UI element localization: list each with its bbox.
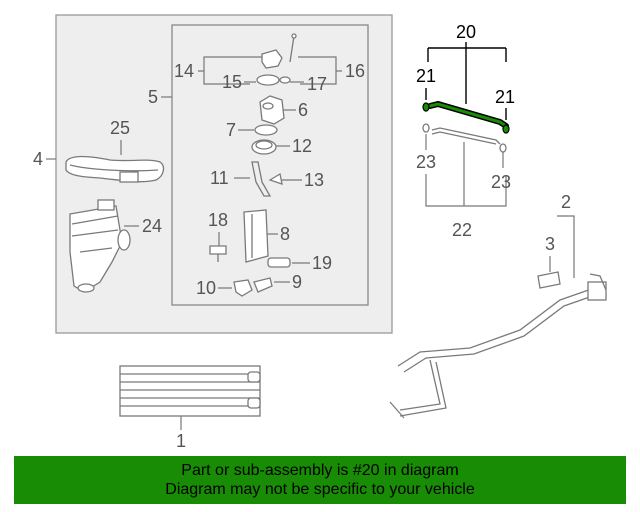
callout-12[interactable]: 12 (292, 136, 312, 156)
part-12-seal (251, 139, 277, 155)
callout-23-right[interactable]: 23 (491, 172, 511, 192)
callout-10[interactable]: 10 (196, 278, 216, 298)
callout-9[interactable]: 9 (292, 272, 302, 292)
leader-2 (557, 215, 575, 278)
callout-23-left[interactable]: 23 (416, 152, 436, 172)
callout-18[interactable]: 18 (208, 210, 228, 230)
part-13-clip (268, 172, 283, 185)
callout-3[interactable]: 3 (545, 234, 555, 254)
callout-2[interactable]: 2 (561, 192, 571, 212)
banner-line-1: Part or sub-assembly is #20 in diagram (181, 462, 459, 479)
callout-22[interactable]: 22 (452, 220, 472, 240)
part-23-clips (422, 123, 507, 153)
callout-6[interactable]: 6 (298, 100, 308, 120)
callout-7[interactable]: 7 (226, 120, 236, 140)
part-21-clamps (422, 102, 510, 134)
part-9-10-hoses (233, 277, 273, 297)
callout-16[interactable]: 16 (345, 61, 365, 81)
part-20-hose-highlighted[interactable] (427, 100, 509, 129)
leader-14 (198, 56, 262, 85)
part-8-filter (209, 209, 269, 263)
leader-16 (298, 56, 342, 85)
part-24-reservoir (69, 199, 131, 293)
callout-17[interactable]: 17 (307, 74, 327, 94)
callout-13[interactable]: 13 (304, 170, 324, 190)
part-2-cooler-lines (389, 271, 607, 419)
callout-21-right[interactable]: 21 (495, 87, 515, 107)
banner-line-2: Diagram may not be specific to your vehi… (165, 481, 475, 498)
callout-11[interactable]: 11 (210, 168, 229, 188)
callout-8[interactable]: 8 (280, 224, 290, 244)
part-22-hose (431, 127, 501, 145)
callout-15[interactable]: 15 (222, 72, 242, 92)
part-7-gasket (254, 124, 278, 136)
part-14-cap-assembly (256, 33, 297, 86)
leader-22-bracket (425, 174, 507, 207)
part-6-pump (259, 95, 285, 125)
part-19-hose (267, 257, 291, 268)
callout-14[interactable]: 14 (174, 61, 194, 81)
callout-20[interactable]: 20 (456, 22, 476, 42)
callout-4[interactable]: 4 (33, 149, 43, 169)
callout-25[interactable]: 25 (110, 118, 130, 138)
part-info-banner: Part or sub-assembly is #20 in diagram D… (14, 456, 626, 504)
callout-19[interactable]: 19 (312, 253, 332, 273)
leader-20 (427, 42, 507, 104)
part-1-cooler (119, 365, 261, 417)
callout-21-left[interactable]: 21 (416, 66, 436, 86)
callout-1[interactable]: 1 (176, 431, 186, 451)
part-11-pipe (251, 161, 272, 197)
part-25-strap (65, 155, 165, 183)
callout-24[interactable]: 24 (142, 216, 162, 236)
callout-5[interactable]: 5 (148, 87, 158, 107)
